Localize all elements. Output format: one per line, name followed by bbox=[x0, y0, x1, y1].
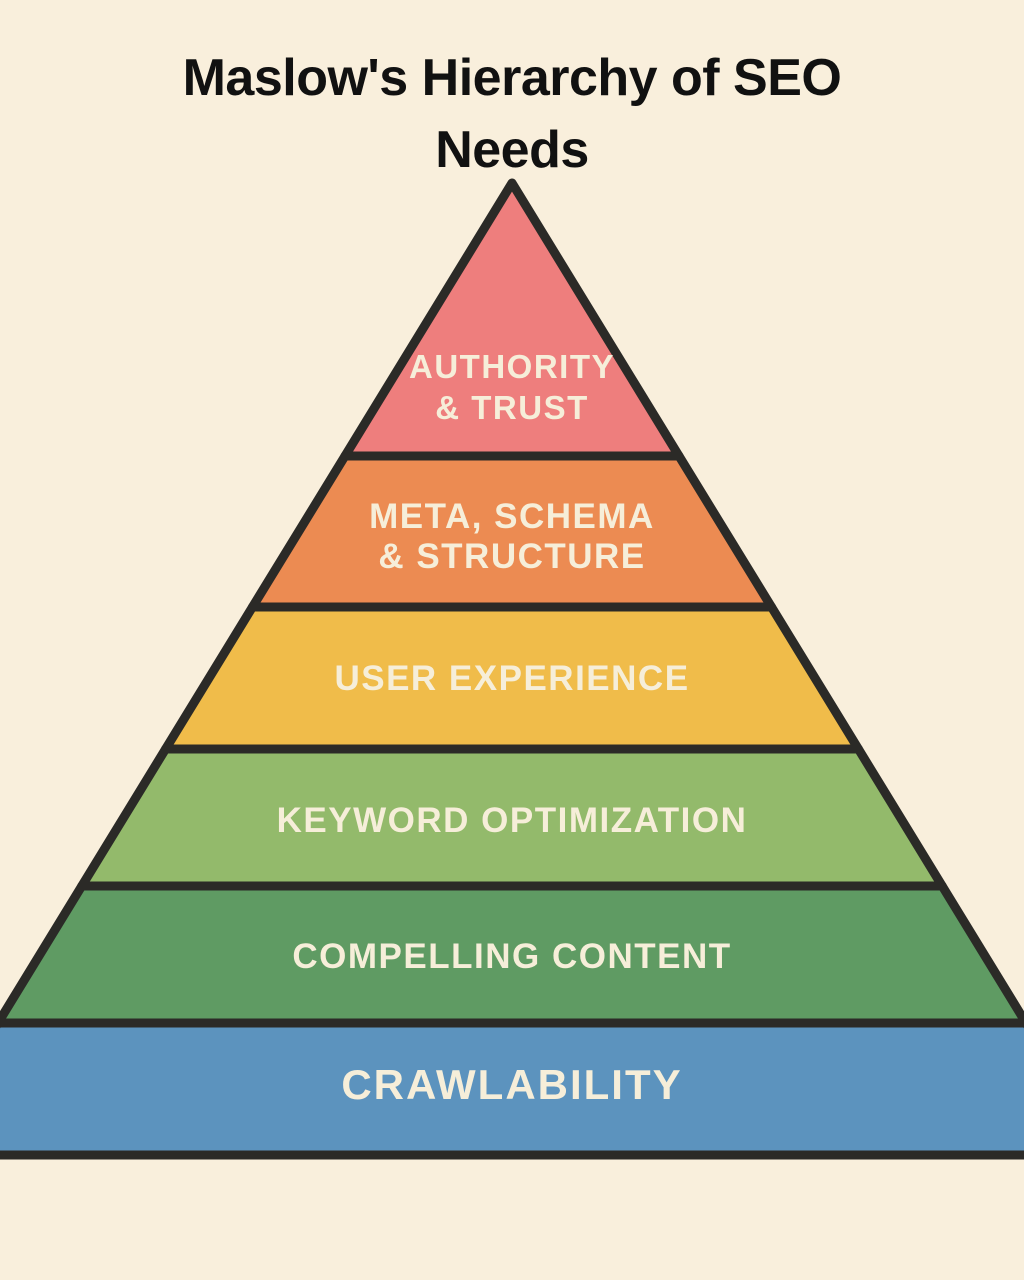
label-authority-trust-line-1: AUTHORITY bbox=[409, 348, 615, 385]
label-meta-schema-line-1: META, SCHEMA bbox=[369, 497, 655, 536]
pyramid: AUTHORITY & TRUST META, SCHEMA & STRUCTU… bbox=[0, 178, 1024, 1160]
label-authority-trust-line-2: & TRUST bbox=[435, 389, 589, 426]
level-crawlability bbox=[0, 1018, 1024, 1160]
label-keyword-optimization: KEYWORD OPTIMIZATION bbox=[277, 801, 748, 840]
page-title-line-1: Maslow's Hierarchy of SEO bbox=[183, 49, 842, 107]
label-user-experience: USER EXPERIENCE bbox=[334, 659, 689, 698]
label-compelling-content: COMPELLING CONTENT bbox=[292, 937, 731, 976]
page-title-line-2: Needs bbox=[435, 121, 589, 179]
label-crawlability: CRAWLABILITY bbox=[341, 1061, 682, 1108]
level-compelling-content bbox=[0, 881, 1024, 1028]
label-meta-schema-line-2: & STRUCTURE bbox=[378, 537, 645, 576]
